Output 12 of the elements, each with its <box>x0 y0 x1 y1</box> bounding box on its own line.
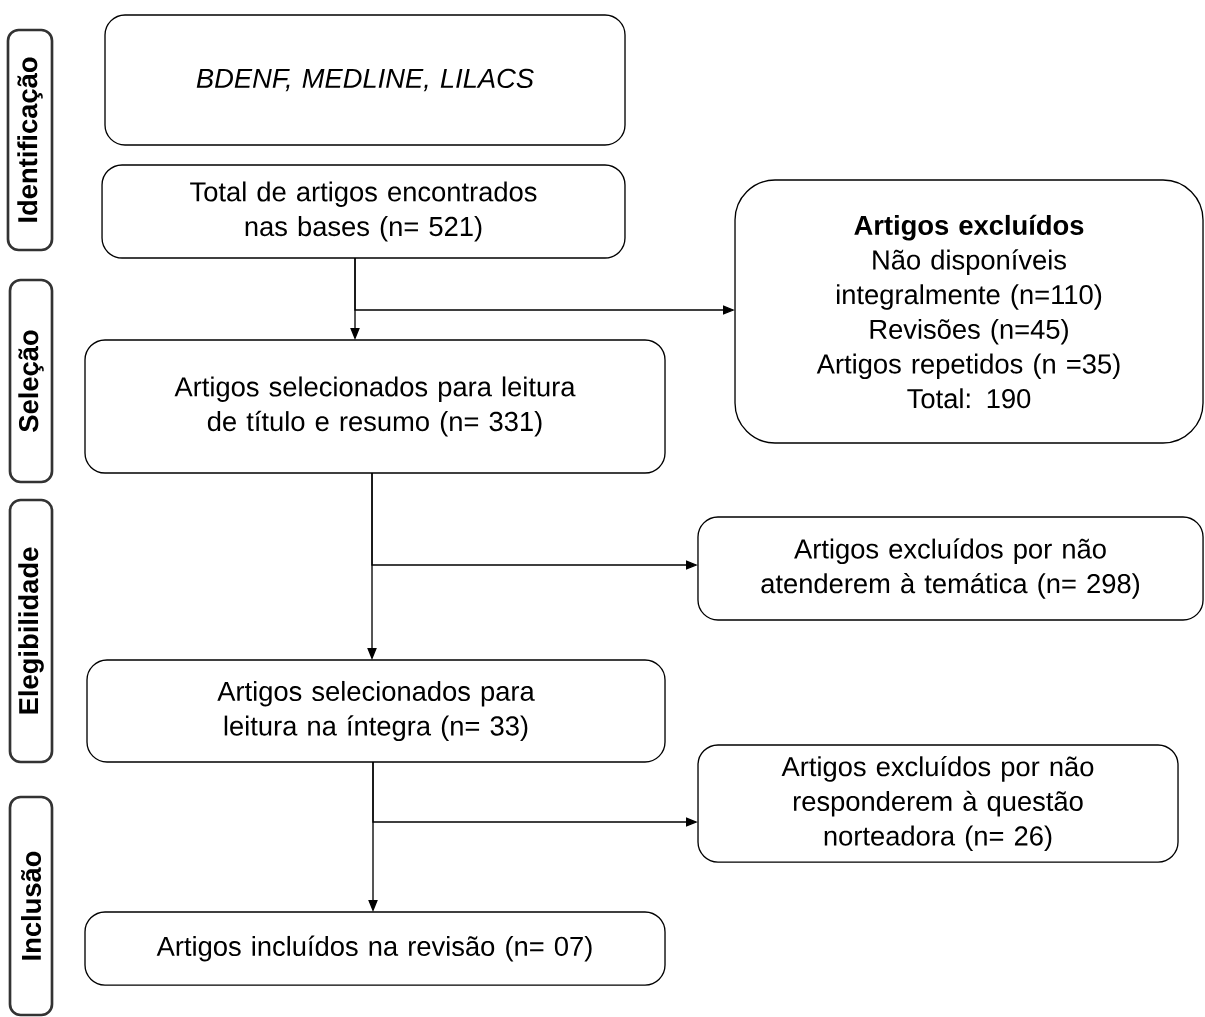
process-box: Artigos incluídos na revisão (n= 07) <box>84 911 666 986</box>
stage-band: Elegibilidade <box>8 498 54 764</box>
process-box: Artigos selecionados para leitura na íntegra (n= 33) <box>86 659 666 763</box>
process-box: Artigos excluídos por não responderem à questão norteadora (n= 26) <box>697 744 1179 863</box>
stage-band: Identificação <box>6 28 54 252</box>
process-box: Artigos excluídos por não atenderem à temática (n= 298) <box>697 516 1204 621</box>
stage-band: Inclusão <box>8 795 54 1017</box>
process-box: Artigos excluídos Não disponíveis integralmente (n=110) Revisões (n=45) Artigos repetidos (n =35) Total: 190 <box>734 179 1204 444</box>
process-box: Total de artigos encontrados nas bases (n= 521) <box>101 164 626 259</box>
process-box: Artigos selecionados para leitura de título e resumo (n= 331) <box>84 339 666 474</box>
stage-band: Seleção <box>8 278 54 484</box>
process-box: BDENF, MEDLINE, LILACS <box>104 14 626 146</box>
